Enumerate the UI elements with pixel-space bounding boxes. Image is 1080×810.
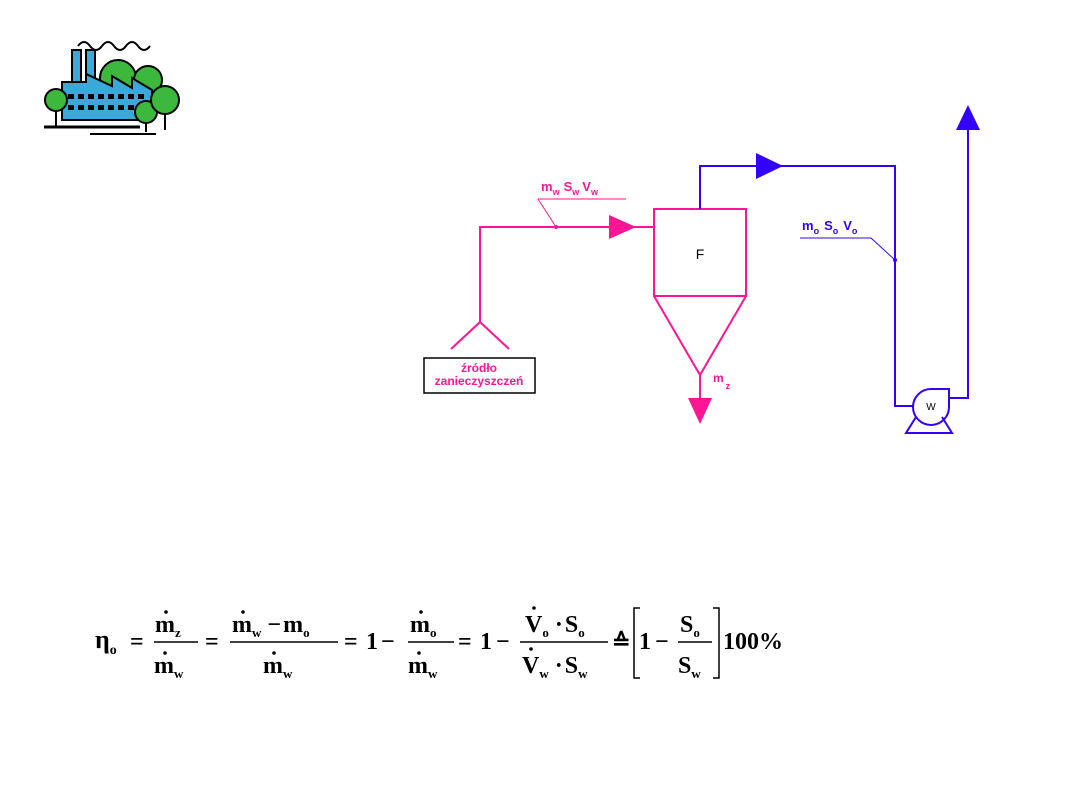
outlet-measure-point bbox=[893, 258, 897, 262]
formula-frac2-num: mw−mo bbox=[232, 612, 310, 640]
formula-dot bbox=[417, 651, 421, 655]
exhaust-arrow bbox=[956, 105, 980, 130]
fan-icon bbox=[904, 388, 954, 434]
formula-frac4-den: Vw·Sw bbox=[522, 653, 588, 681]
formula-bracket-left bbox=[633, 607, 640, 679]
factory-icon bbox=[44, 41, 180, 135]
formula-dot bbox=[241, 610, 245, 614]
formula-one-1: 1 bbox=[366, 629, 378, 655]
source-label-box bbox=[423, 357, 536, 394]
inlet-leader bbox=[537, 198, 626, 228]
inlet-measure-point bbox=[554, 225, 558, 229]
formula-dot bbox=[272, 651, 276, 655]
formula-percent: 100% bbox=[723, 629, 783, 655]
hopper-cone bbox=[653, 295, 747, 377]
captured-dust-arrow bbox=[688, 398, 712, 424]
formula-dot bbox=[164, 610, 168, 614]
formula-eq-2: = bbox=[205, 629, 219, 655]
formula-dot bbox=[529, 647, 533, 651]
outlet-flow-arrow bbox=[756, 153, 783, 179]
inlet-flow-arrow bbox=[609, 215, 636, 239]
formula-frac4-num: Vo·So bbox=[525, 612, 585, 640]
formula-frac1-den: mw bbox=[154, 653, 184, 681]
formula-minus-1: − bbox=[381, 629, 395, 655]
formula-dot bbox=[163, 651, 167, 655]
efficiency-formula: ηo = mz mw = mw−mo mw = 1 − mo mw = 1 − … bbox=[95, 606, 783, 681]
filter-box bbox=[653, 208, 747, 297]
formula-frac5-num: So bbox=[680, 612, 700, 640]
formula-approx: ≙ bbox=[612, 629, 630, 654]
formula-eta: ηo bbox=[95, 625, 117, 658]
formula-minus-2: − bbox=[496, 629, 510, 655]
pollution-source-hood bbox=[450, 321, 510, 350]
outlet-leader bbox=[800, 237, 896, 261]
formula-frac2-den: mw bbox=[263, 653, 293, 681]
formula-frac1-num: mz bbox=[155, 612, 181, 640]
inlet-duct bbox=[479, 226, 654, 322]
formula-eq-4: = bbox=[458, 629, 472, 655]
formula-bracket-right bbox=[713, 607, 720, 679]
formula-dot bbox=[419, 610, 423, 614]
formula-minus-3: − bbox=[655, 629, 669, 655]
formula-eq-3: = bbox=[344, 629, 358, 655]
formula-frac3-num: mo bbox=[410, 612, 437, 640]
formula-eq-1: = bbox=[130, 629, 144, 655]
filter-label: F bbox=[696, 246, 705, 262]
captured-dust-label: mz bbox=[713, 371, 731, 391]
outlet-duct bbox=[699, 128, 969, 407]
formula-one-2: 1 bbox=[480, 629, 492, 655]
source-label-line2: zanieczyszczeń bbox=[435, 374, 524, 388]
formula-frac3-den: mw bbox=[408, 653, 438, 681]
source-label-line1: źródło bbox=[461, 361, 497, 375]
formula-dot bbox=[532, 606, 536, 610]
fan-label: W bbox=[926, 402, 936, 413]
formula-one-3: 1 bbox=[639, 629, 651, 655]
formula-frac5-den: Sw bbox=[678, 653, 701, 681]
